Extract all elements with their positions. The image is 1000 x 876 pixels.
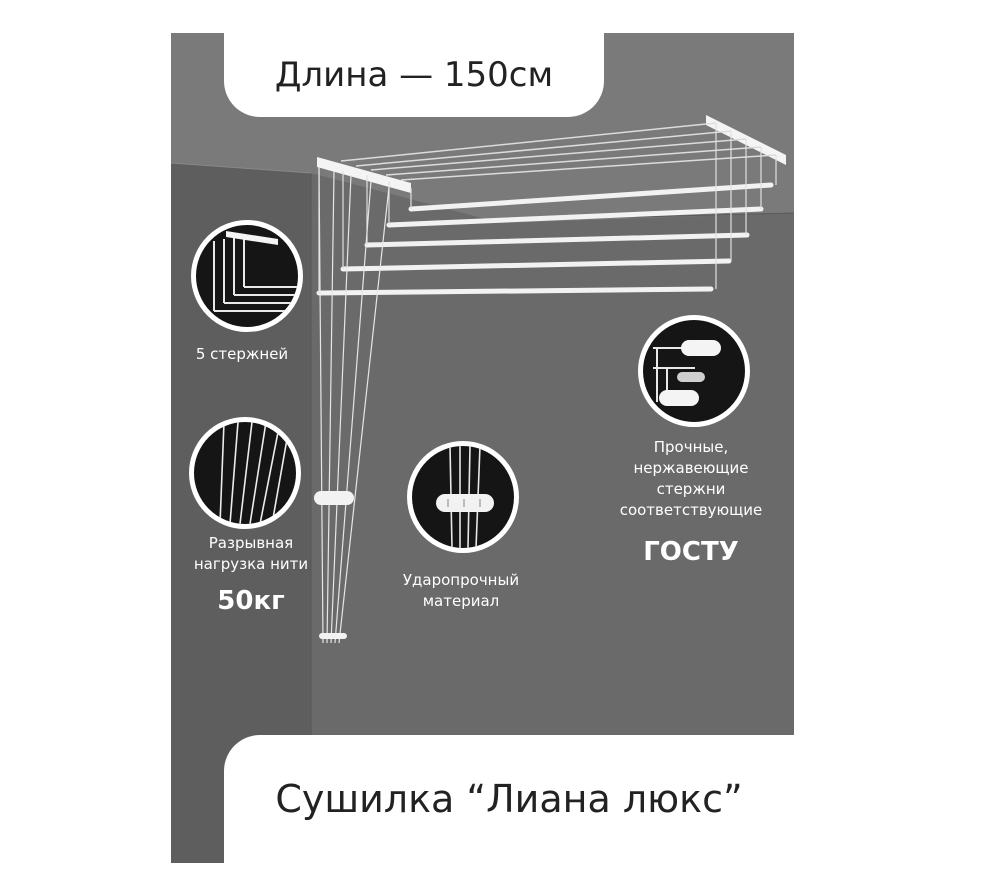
roller-closeup-icon (407, 441, 519, 553)
steel-description: Прочные, нержавеющие стержни соответству… (591, 437, 791, 521)
load-line-2: нагрузка нити (193, 555, 309, 573)
material-description: Ударопрочный материал (371, 570, 551, 612)
length-label: Длина — 150см (224, 33, 604, 117)
load-line-1: Разрывная (208, 534, 294, 552)
rod-ends-closeup-icon (638, 315, 750, 427)
rods-count-label: 5 стержней (195, 345, 289, 363)
steel-line-1: Прочные, (653, 438, 729, 456)
material-line-1: Ударопрочный (402, 571, 520, 589)
product-name: Сушилка “Лиана люкс” (224, 735, 794, 863)
rods-closeup-icon (191, 220, 303, 332)
material-line-2: материал (422, 592, 500, 610)
steel-line-3: стержни (656, 480, 726, 498)
steel-line-4: соответствующие (619, 501, 763, 519)
threads-closeup-icon (189, 417, 301, 529)
steel-line-2: нержавеющие (633, 459, 749, 477)
load-description: Разрывная нагрузка нити (171, 533, 331, 575)
product-card: Длина — 150см 5 стержней Р (171, 33, 794, 863)
standard-label: ГОСТУ (643, 537, 739, 567)
load-value: 50кг (217, 586, 285, 616)
